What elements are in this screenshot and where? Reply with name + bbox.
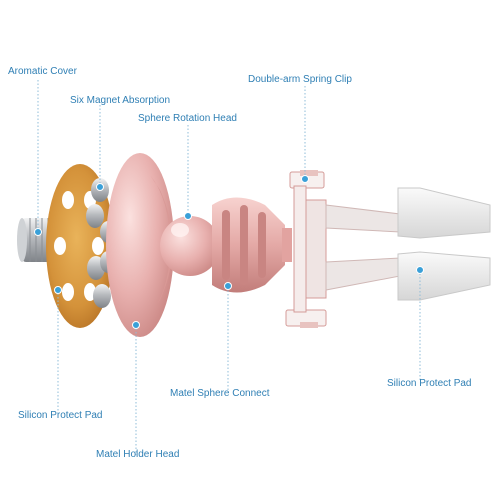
- dot-six-magnet: [96, 183, 104, 191]
- dot-silicon-pad-right: [416, 266, 424, 274]
- callout-dots: [34, 175, 424, 329]
- metal-sphere-connect-part: [212, 197, 292, 293]
- silicon-pad-right-part: [397, 187, 491, 301]
- label-spring-clip: Double-arm Spring Clip: [248, 74, 352, 85]
- dot-metal-sphere-connect: [224, 282, 232, 290]
- spring-clip-part: [285, 170, 401, 328]
- label-metal-holder-head: Matel Holder Head: [96, 449, 179, 460]
- label-silicon-pad-right: Silicon Protect Pad: [387, 378, 472, 389]
- dot-metal-holder-head: [132, 321, 140, 329]
- dot-spring-clip: [301, 175, 309, 183]
- label-aromatic-cover: Aromatic Cover: [8, 66, 78, 77]
- label-metal-sphere-connect: Matel Sphere Connect: [170, 388, 270, 399]
- dot-sphere-rotation: [184, 212, 192, 220]
- label-sphere-rotation: Sphere Rotation Head: [138, 113, 237, 124]
- dot-aromatic-cover: [34, 228, 42, 236]
- label-six-magnet: Six Magnet Absorption: [70, 95, 170, 106]
- leader-lines: [37, 80, 421, 455]
- dot-silicon-pad-left: [54, 286, 62, 294]
- label-silicon-pad-left: Silicon Protect Pad: [18, 410, 103, 421]
- metal-holder-head-part: [106, 153, 220, 337]
